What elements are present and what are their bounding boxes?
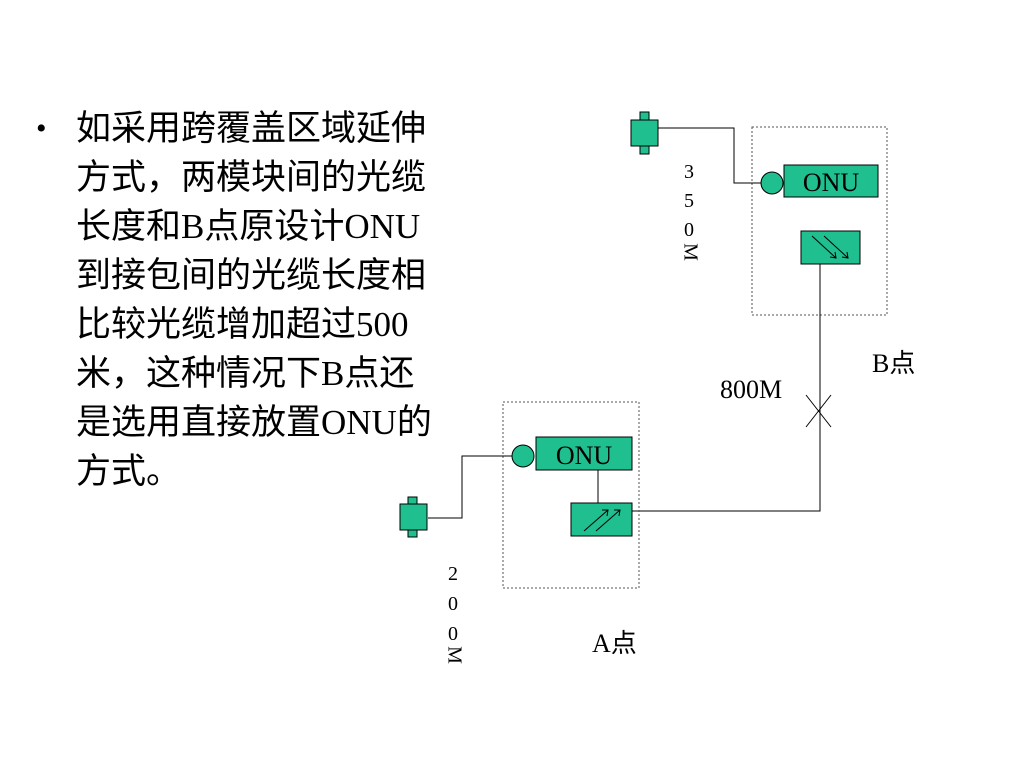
site-b-length-digit: 3	[684, 161, 694, 183]
site-b-enclosure	[751, 126, 888, 316]
site-b-connector-icon	[630, 111, 659, 155]
site-b-drop-cable	[658, 127, 762, 184]
site-a-length-unit: M	[443, 646, 465, 664]
site-a-onu-port-icon	[511, 444, 535, 468]
site-b-drop-length-label: 3 5 0 M	[679, 161, 701, 261]
site-a-onu-box	[535, 436, 633, 471]
site-a-drop-cable	[428, 455, 512, 519]
site-b-onu-port-icon	[760, 171, 784, 195]
site-b-onu-box	[783, 164, 879, 198]
site-a-length-digit: 2	[448, 563, 458, 585]
site-a-optical-module-icon	[570, 502, 633, 537]
bullet-item: • 如采用跨覆盖区域延伸方式，两模块间的光缆长度和B点原设计ONU到接包间的光缆…	[36, 104, 446, 496]
site-b-point-label: B点	[872, 349, 915, 378]
site-a-length-digit: 0	[448, 623, 458, 645]
site-b-length-unit: M	[679, 243, 701, 261]
site-a-length-digit: 0	[448, 593, 458, 615]
site-b-length-digit: 0	[684, 219, 694, 241]
bullet-marker: •	[36, 112, 47, 145]
bullet-text: 如采用跨覆盖区域延伸方式，两模块间的光缆长度和B点原设计ONU到接包间的光缆长度…	[76, 109, 432, 491]
site-b-optical-module-icon	[800, 230, 861, 265]
trunk-cable	[632, 264, 821, 512]
site-b-length-digit: 5	[684, 190, 694, 212]
site-a-point-label: A点	[592, 629, 637, 658]
site-a-enclosure	[502, 401, 640, 589]
site-b-onu-label: ONU	[803, 168, 860, 197]
site-a-connector-icon	[399, 496, 428, 538]
site-a-drop-length-label: 2 0 0 M	[443, 563, 465, 664]
site-a-onu-label: ONU	[556, 441, 613, 470]
trunk-length-label: 800M	[720, 375, 782, 404]
